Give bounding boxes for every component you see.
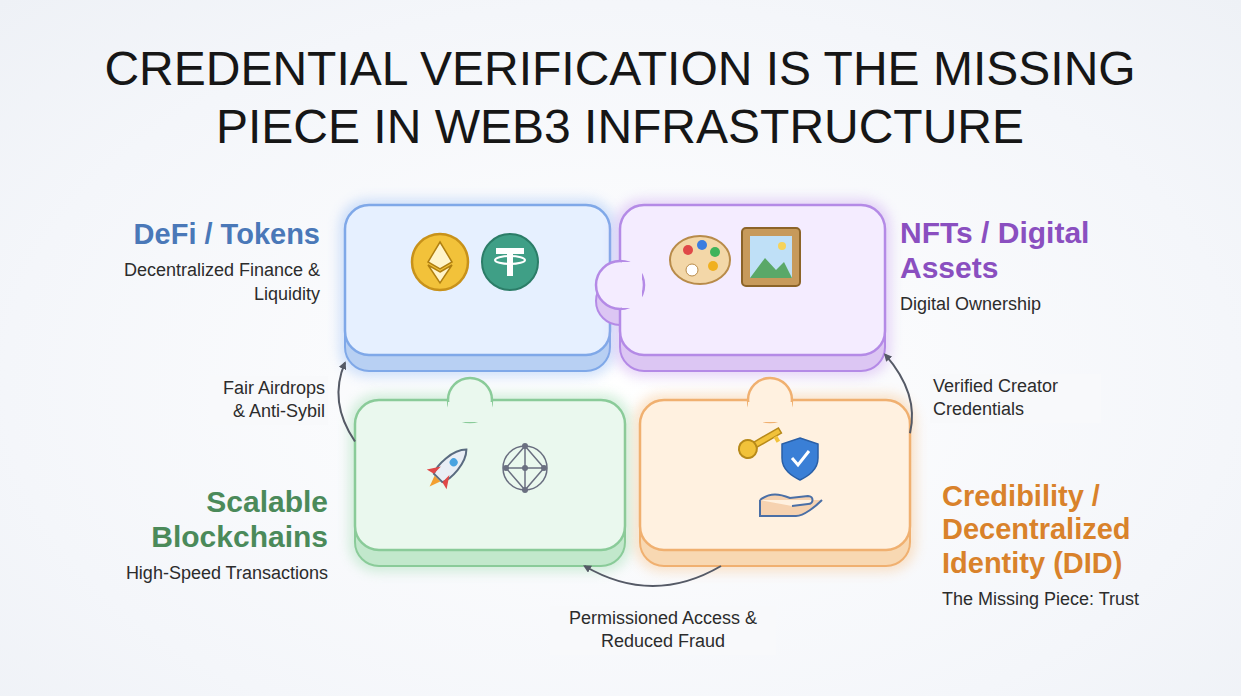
puzzle-piece: DeFi / TokensDecentralized Finance & Liq… <box>345 205 610 371</box>
green-piece <box>349 378 631 572</box>
curved-arrow <box>585 566 722 586</box>
piece-label: Scalable BlockchainsHigh-Speed Transacti… <box>100 485 328 585</box>
puzzle-piece: Credibility / Decentralized Identity (DI… <box>640 400 910 566</box>
piece-heading: Scalable Blockchains <box>100 485 328 554</box>
purple-piece <box>596 199 891 377</box>
curved-arrow <box>338 363 355 442</box>
curved-arrow <box>885 354 912 433</box>
piece-heading: DeFi / Tokens <box>100 218 320 251</box>
blue-piece <box>339 199 616 377</box>
piece-heading: Credibility / Decentralized Identity (DI… <box>942 480 1182 580</box>
piece-subtitle: Decentralized Finance & Liquidity <box>100 259 320 306</box>
piece-heading: NFTs / Digital Assets <box>900 216 1140 285</box>
title: CREDENTIAL VERIFICATION IS THE MISSING P… <box>70 40 1170 156</box>
orange-piece <box>634 378 916 572</box>
piece-label: Credibility / Decentralized Identity (DI… <box>942 480 1182 611</box>
piece-label: NFTs / Digital AssetsDigital Ownership <box>900 216 1140 316</box>
puzzle-piece: Scalable BlockchainsHigh-Speed Transacti… <box>355 400 625 566</box>
edge-label: Fair Airdrops & Anti-Sybil <box>210 376 328 425</box>
piece-subtitle: High-Speed Transactions <box>100 562 328 585</box>
piece-subtitle: Digital Ownership <box>900 293 1140 316</box>
piece-label: DeFi / TokensDecentralized Finance & Liq… <box>100 218 320 306</box>
edge-label: Permissioned Access & Reduced Fraud <box>550 606 776 655</box>
edge-label: Verified Creator Credentials <box>930 374 1101 423</box>
piece-subtitle: The Missing Piece: Trust <box>942 588 1182 611</box>
puzzle-piece: NFTs / Digital AssetsDigital Ownership <box>620 205 885 371</box>
